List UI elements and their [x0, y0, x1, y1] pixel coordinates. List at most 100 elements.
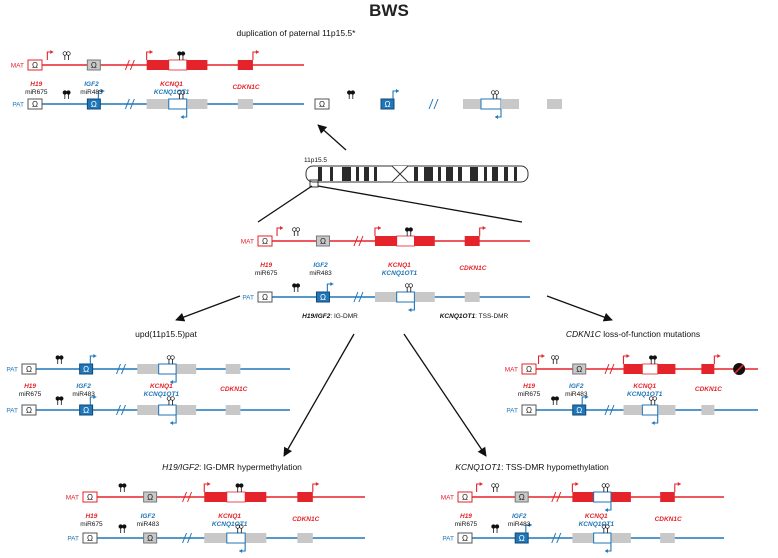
label-mir483: miR483: [72, 391, 95, 398]
axis-break: [609, 363, 615, 375]
methylated-cpg-icon: [55, 396, 60, 401]
unmethylated-cpg-icon: [605, 524, 610, 529]
chromosome-band: [504, 167, 508, 181]
caption-cdkn1c-gene: CDKN1C: [566, 329, 602, 339]
axis-break: [358, 291, 364, 303]
axis-break: [428, 98, 434, 110]
mir-hairpin-icon: Ω: [83, 406, 89, 415]
label-h19: H19: [460, 513, 472, 520]
methylated-cpg-icon: [122, 524, 127, 529]
igf2-box: [79, 404, 94, 416]
chromosome-band: [424, 167, 433, 181]
label-mir675: miR675: [80, 521, 103, 528]
kcnq1-exon: [374, 292, 397, 302]
chromosome-band: [446, 167, 453, 181]
tss-arrowhead: [585, 395, 589, 399]
h19-box: [521, 404, 537, 416]
arrow-to-upd: [175, 295, 241, 322]
chromosome-band: [484, 167, 487, 181]
axis-break: [116, 404, 121, 416]
chromosome-band: [374, 167, 377, 181]
tss-arrowhead: [180, 115, 184, 119]
kcnq1-exon: [245, 492, 267, 502]
methylated-cpg-icon: [59, 355, 64, 360]
pat-label: PAT: [6, 367, 18, 374]
cdkn1c-box: [660, 492, 675, 502]
unmethylated-cpg-icon: [551, 355, 556, 360]
igf2-box: [315, 235, 330, 247]
unmethylated-cpg-icon: [62, 51, 67, 56]
label-cdkn1c: CDKN1C: [695, 386, 722, 393]
kcnq1-exon: [623, 364, 643, 374]
kcnq1-exon: [186, 60, 208, 70]
kcnq1ot1-region: [641, 363, 659, 375]
diagram-title: BWS: [369, 1, 409, 20]
methylated-cpg-icon: [55, 355, 60, 360]
kcnq1-exon: [463, 99, 481, 109]
tss-arrowhead: [482, 226, 486, 230]
axis-break: [604, 404, 610, 416]
axis-break: [433, 98, 439, 110]
tss-arrowhead: [396, 89, 399, 93]
axis-break: [358, 235, 364, 247]
tss-arrowhead: [575, 482, 579, 486]
mir-hairpin-icon: Ω: [576, 406, 582, 415]
methylated-cpg-icon: [292, 283, 297, 288]
dmr-label-kcnq1ot1: KCNQ1OT1: TSS-DMR: [440, 313, 509, 320]
unmethylated-cpg-icon: [180, 90, 186, 95]
axis-break: [551, 532, 557, 544]
label-kcnq1: KCNQ1: [585, 513, 608, 520]
label-h19: H19: [260, 262, 272, 269]
tss-arrowhead: [330, 282, 334, 286]
arrow-to-hypomethylation: [403, 333, 487, 457]
label-cdkn1c: CDKN1C: [292, 516, 319, 523]
axis-break: [129, 59, 135, 71]
pat-label: PAT: [12, 102, 24, 109]
label-mir675: miR675: [518, 391, 541, 398]
mir-hairpin-icon: Ω: [147, 493, 153, 502]
label-cdkn1c: CDKN1C: [655, 516, 682, 523]
h19-box: [257, 235, 273, 247]
axis-break: [121, 404, 126, 416]
igf2-box: [514, 532, 529, 544]
mir-hairpin-icon: Ω: [320, 237, 326, 246]
igf2-box: [315, 291, 330, 303]
caption-cdkn1c: CDKN1C loss-of-function mutations: [566, 329, 700, 339]
label-mir675: miR675: [25, 89, 48, 96]
mir-hairpin-icon: Ω: [87, 534, 93, 543]
caption-upd: upd(11p15.5)pat: [135, 329, 197, 339]
mir-hairpin-icon: Ω: [26, 406, 32, 415]
unmethylated-cpg-icon: [491, 90, 496, 95]
label-h19: H19: [523, 383, 535, 390]
caption-cdkn1c-text: loss-of-function mutations: [601, 329, 700, 339]
kcnq1-exon: [176, 405, 197, 415]
unmethylated-cpg-icon: [170, 396, 175, 401]
kcnq1-exon: [176, 364, 197, 374]
label-cdkn1c: CDKN1C: [232, 84, 259, 91]
tss-arrowhead: [149, 50, 153, 54]
caption-hypo-gene: KCNQ1OT1: [455, 462, 501, 472]
chromosome-band: [414, 167, 418, 181]
axis-break: [187, 532, 192, 544]
tss-arrowhead: [170, 380, 174, 384]
label-mir483: miR483: [137, 521, 160, 528]
chromosome-band: [318, 167, 322, 181]
label-igf2: IGF2: [141, 513, 156, 520]
tss-arrowhead: [280, 226, 284, 230]
cdkn1c-box: [660, 533, 675, 543]
tss-arrowhead: [541, 354, 545, 358]
kcnq1-exon: [414, 292, 435, 302]
label-mir483: miR483: [565, 391, 588, 398]
label-igf2: IGF2: [313, 262, 328, 269]
methylated-cpg-icon: [350, 90, 355, 95]
kcnq1-exon: [146, 60, 169, 70]
cdkn1c-box: [297, 533, 313, 543]
axis-break: [124, 59, 130, 71]
cdkn1c-box: [701, 405, 715, 415]
chromosome-band: [356, 167, 359, 181]
label-kcnq1ot1: KCNQ1OT1: [144, 391, 180, 398]
label-h19: H19: [24, 383, 36, 390]
axis-break: [609, 404, 615, 416]
